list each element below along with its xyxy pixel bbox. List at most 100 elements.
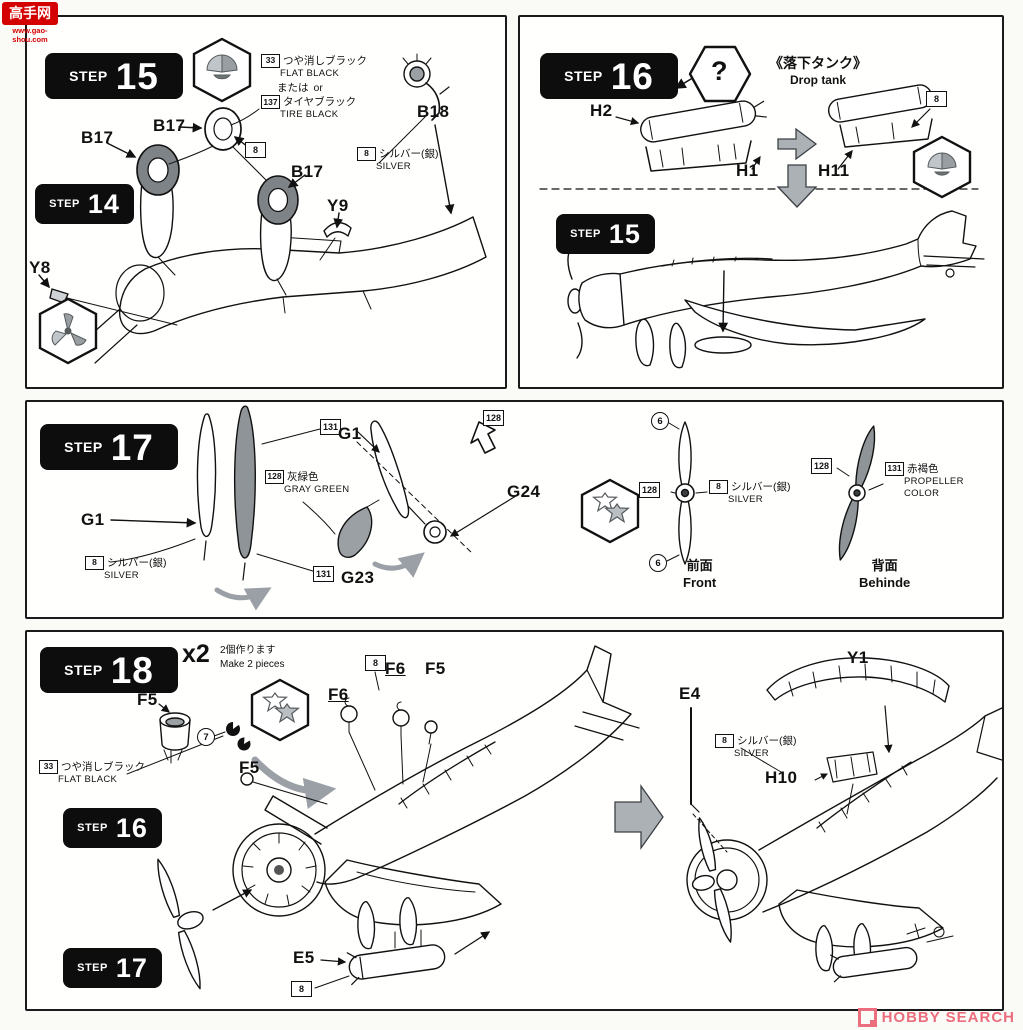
watermark-url: www.gao-shou.com [12, 26, 48, 45]
paint-name-en: SILVER [104, 570, 139, 582]
part-label-f6: F6 [385, 659, 406, 678]
paint-name-jp: シルバー(銀) [731, 481, 791, 493]
paint-code-8: 8 [85, 556, 104, 571]
quantity-note-en: Make 2 pieces [220, 658, 285, 670]
paint-name-jp: 赤褐色 [907, 463, 939, 475]
watermark-box: 高手网 [2, 2, 58, 26]
paint-code-128-box: 128 [811, 458, 832, 474]
or-jp: または [277, 81, 309, 94]
quantity-note: 2個作ります Make 2 pieces [220, 644, 284, 671]
paint-code-8: 8 [357, 147, 376, 162]
step16-illustration [539, 45, 985, 369]
part-label-b17: B17 [81, 128, 114, 147]
paint-code-33: 33 [261, 54, 280, 69]
paint-name-en: FLAT BLACK [58, 774, 118, 786]
paint-name-en: SILVER [376, 161, 411, 173]
paint-hexagon-icon [912, 135, 972, 199]
step-17-badge: STEP 17 [40, 424, 178, 470]
or-en: or [313, 81, 323, 94]
step-14-badge: STEP 14 [35, 184, 134, 224]
propeller-hexagon-icon [38, 297, 98, 365]
part-label-f6: F6 [328, 685, 349, 704]
step14-15-illustration [38, 37, 487, 365]
insert-arrow-icon [470, 421, 496, 454]
paint-code-131: 131 [885, 462, 904, 477]
step-number: 18 [110, 649, 154, 691]
part-label-f5: F5 [137, 690, 158, 709]
paint-star-hexagon-icon [250, 678, 310, 742]
step-18-badge: STEP 18 [40, 647, 178, 693]
step-number: 16 [115, 812, 148, 843]
part-label-b17: B17 [153, 116, 186, 135]
step-word: STEP [564, 68, 603, 84]
part-label-g1: G1 [338, 424, 362, 443]
hobby-search-square-icon [857, 1008, 877, 1027]
airframe-underside-art [38, 53, 487, 364]
step-word: STEP [69, 68, 108, 84]
step-17-badge: STEP 17 [63, 948, 162, 988]
paint-name-jp: シルバー(銀) [107, 557, 167, 569]
droptank-title-en: Drop tank [789, 73, 846, 87]
part-label-y1: Y1 [847, 648, 869, 667]
propeller-front-view [666, 421, 708, 565]
part-label-e5: E5 [293, 948, 315, 967]
step-number: 15 [608, 218, 641, 249]
paint-name-jp: シルバー(銀) [737, 735, 797, 747]
part-label-h11: H11 [818, 161, 850, 180]
part-label-f5: F5 [239, 758, 260, 777]
step-number: 17 [110, 426, 154, 468]
count-circle-6: 6 [651, 412, 669, 430]
back-en: Behinde [859, 574, 911, 590]
droptank-art [539, 45, 985, 369]
paint-name-jp: 灰緑色 [287, 471, 319, 483]
step-15-badge: STEP 15 [45, 53, 183, 99]
step-number: 17 [115, 952, 148, 983]
paint-code-128: 128 [265, 470, 284, 485]
part-label-f5: F5 [425, 659, 446, 678]
paint-name-jp: つや消しブラック [61, 761, 145, 773]
paint-code-137: 137 [261, 95, 280, 110]
paint-code-128-box: 128 [639, 482, 660, 498]
step17-illustration [110, 405, 884, 611]
part-label-h2: H2 [590, 101, 613, 120]
paint-code-8: 8 [715, 734, 734, 749]
part-label-b17: B17 [291, 162, 324, 181]
right-aircraft-art [686, 657, 1002, 983]
step18-illustration [126, 645, 1002, 990]
part-label-g1: G1 [81, 510, 105, 529]
question-mark: ? [711, 56, 728, 86]
paint-name-en: FLAT BLACK [280, 68, 340, 80]
paint-name-en: GRAY GREEN [284, 484, 350, 496]
step-number: 14 [87, 188, 120, 219]
paint-code-8-box: 8 [365, 655, 386, 671]
propeller-art [110, 405, 884, 611]
part-label-b18: B18 [417, 102, 450, 121]
paint-code-7-circle: 7 [197, 728, 215, 746]
paint-name-jp: タイヤブラック [283, 96, 357, 109]
paint-name-en: PROPELLER COLOR [904, 476, 964, 499]
hobby-search-logo: HOBBY SEARCH [857, 1008, 1015, 1027]
part-label-y8: Y8 [29, 258, 51, 277]
step-word: STEP [77, 962, 108, 974]
paint-code-8-box: 8 [291, 981, 312, 997]
step-word: STEP [49, 198, 80, 210]
part-label-g24: G24 [507, 482, 541, 501]
part-label-y9: Y9 [327, 196, 349, 215]
paint-name-en: SILVER [728, 494, 763, 506]
propeller-back-view [836, 425, 884, 561]
front-view-label: 前面 Front [683, 558, 716, 592]
left-aircraft-art [157, 645, 640, 990]
paint-name-en: SILVER [734, 748, 769, 760]
option-hexagon-icon [688, 45, 752, 103]
part-label-g23: G23 [341, 568, 375, 587]
step-word: STEP [64, 662, 103, 678]
paint-hexagon-icon [192, 37, 252, 103]
